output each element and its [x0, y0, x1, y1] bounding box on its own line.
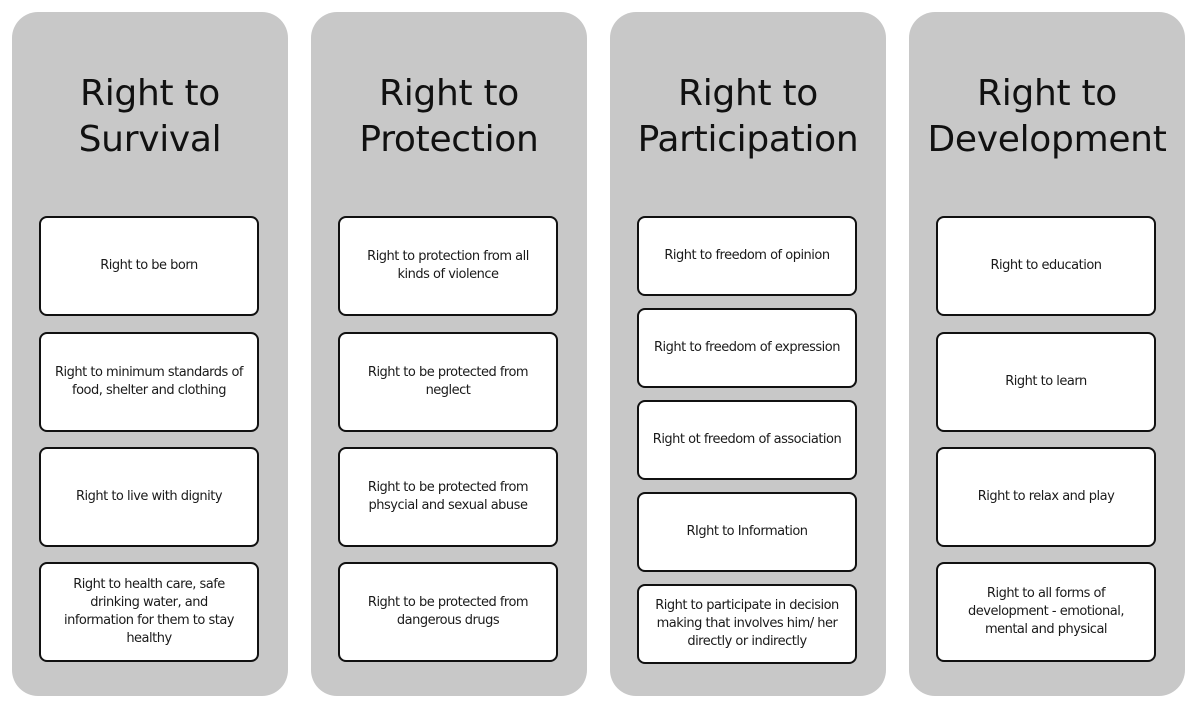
right-box: Right to all forms of development - emot… — [936, 562, 1156, 662]
column-right-to-development: Right to Development Right to education … — [909, 12, 1185, 696]
column-title-text: Right to Survival — [78, 73, 222, 160]
right-box: Right to participate in decision making … — [637, 584, 857, 664]
right-box-text: Right ot freedom of association — [652, 432, 842, 447]
right-box: Right to freedom of expression — [637, 308, 857, 388]
column-title: Right to Development — [909, 62, 1185, 172]
right-box: Right to minimum standards of food, shel… — [39, 332, 259, 432]
right-box: Right to protection from all kinds of vi… — [338, 216, 558, 316]
column-title-text: Right to Development — [927, 73, 1167, 160]
right-box-text: Right to minimum standards of food, shel… — [55, 365, 243, 398]
right-box-text: Right to education — [990, 258, 1102, 273]
column-title: Right to Survival — [12, 62, 288, 172]
right-box-text: Right to live with dignity — [75, 489, 223, 504]
right-box: Right to be born — [39, 216, 259, 316]
right-box: Right to be protected from dangerous dru… — [338, 562, 558, 662]
right-box: Right to learn — [936, 332, 1156, 432]
right-box-text: Right to freedom of opinion — [664, 248, 830, 263]
right-box: Right to live with dignity — [39, 447, 259, 547]
right-box: Right ot freedom of association — [637, 400, 857, 480]
right-box-text: Right to health care, safe drinking wate… — [63, 577, 235, 646]
right-box: Right to freedom of opinion — [637, 216, 857, 296]
column-title: Right to Participation — [610, 62, 886, 172]
right-box: Right to be protected from phsycial and … — [338, 447, 558, 547]
right-box-text: Right to relax and play — [977, 489, 1115, 504]
column-right-to-survival: Right to Survival Right to be born Right… — [12, 12, 288, 696]
column-title-text: Right to Protection — [359, 73, 539, 160]
column-right-to-protection: Right to Protection Right to protection … — [311, 12, 587, 696]
column-title: Right to Protection — [311, 62, 587, 172]
right-box-text: Right to participate in decision making … — [655, 598, 839, 649]
right-box-text: Right to freedom of expression — [654, 340, 840, 355]
column-title-text: Right to Participation — [637, 73, 859, 160]
right-box: Right to be protected from neglect — [338, 332, 558, 432]
right-box-text: Right to be protected from neglect — [367, 365, 529, 398]
right-box: Right to relax and play — [936, 447, 1156, 547]
right-box-text: RIght to Information — [686, 524, 808, 539]
right-box-text: Right to be protected from dangerous dru… — [367, 595, 529, 628]
right-box: Right to health care, safe drinking wate… — [39, 562, 259, 662]
right-box-text: Right to all forms of development - emot… — [968, 586, 1124, 637]
right-box: RIght to Information — [637, 492, 857, 572]
right-box-text: Right to protection from all kinds of vi… — [367, 249, 529, 282]
right-box: Right to education — [936, 216, 1156, 316]
right-box-text: Right to be born — [100, 258, 198, 273]
right-box-text: Right to learn — [1005, 374, 1087, 389]
right-box-text: Right to be protected from phsycial and … — [367, 480, 529, 513]
column-right-to-participation: Right to Participation Right to freedom … — [610, 12, 886, 696]
